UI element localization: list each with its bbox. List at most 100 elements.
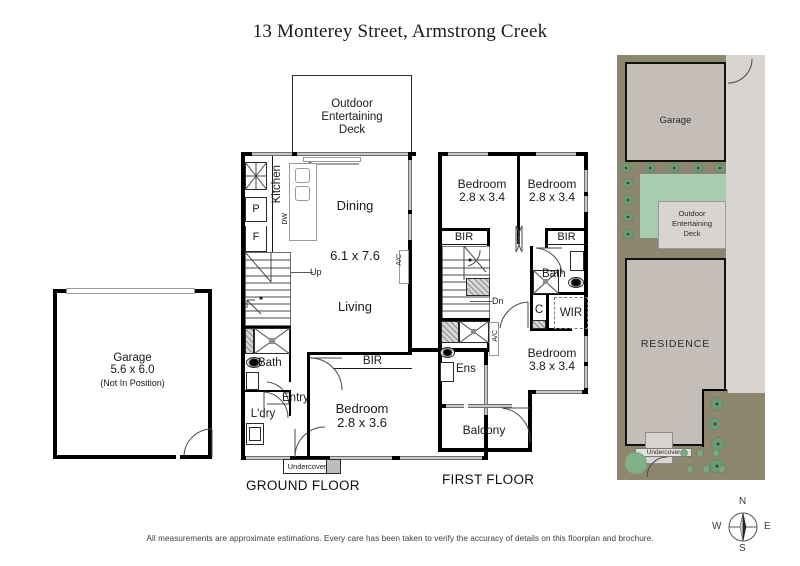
site-notch-wall-top	[702, 389, 727, 391]
kitchen-fridge	[245, 226, 267, 252]
first-window-master-right	[584, 336, 588, 362]
garage-wall-left	[53, 289, 57, 459]
first-bir-right-wall	[545, 228, 588, 231]
ground-bir-label: BIR	[362, 355, 383, 367]
first-bath-shower-x-icon	[532, 269, 560, 295]
kitchen-label: Kitchen	[271, 165, 283, 204]
laundry-wall-right	[289, 390, 291, 416]
first-bed3-door-swing-icon	[518, 225, 523, 253]
site-plant-col-right	[708, 397, 725, 474]
balcony-label: Balcony	[462, 423, 506, 437]
site-entry-door-icon	[646, 456, 668, 478]
compass-south-label: S	[739, 543, 746, 554]
first-bath-basin-icon	[570, 278, 582, 287]
first-bed3-dims: 2.8 x 3.4	[528, 190, 576, 204]
bath-hatch-block	[245, 328, 254, 354]
first-window-balcony-door	[468, 404, 512, 408]
first-window-bed3-right-2	[584, 196, 588, 212]
entry-label: Entry	[282, 392, 309, 404]
compass-east-label: E	[764, 521, 771, 532]
first-window-master-bottom	[536, 390, 582, 394]
ensuite-hatch-block	[441, 321, 459, 343]
living-dims-label: 6.1 x 7.6	[330, 248, 380, 263]
first-window-bed2-top	[448, 152, 488, 156]
garage-wall-bottom	[53, 455, 212, 459]
balcony-wall-bottom	[438, 448, 532, 452]
stairs-up-leader	[291, 272, 313, 273]
cooktop-grid-icon	[244, 161, 268, 191]
site-notch-wall	[702, 389, 704, 447]
ground-window-kitchen-top	[252, 152, 292, 156]
ground-bedroom-wall-left	[307, 352, 310, 456]
wir-label: WIR	[559, 307, 583, 319]
detached-garage-note: (Not In Position)	[100, 378, 165, 388]
ensuite-shower-x-icon	[458, 320, 490, 344]
garage-door-swing-icon	[183, 428, 213, 458]
entry-jamb	[291, 456, 293, 460]
first-aircon-unit	[489, 322, 499, 356]
ground-aircon-unit	[399, 250, 409, 284]
ground-slider-panel	[303, 157, 361, 162]
ground-bir-shelf	[333, 368, 412, 370]
first-bath-door-swing-icon	[535, 247, 563, 275]
kitchen-divider	[272, 156, 273, 257]
cupboard-wall-right	[546, 295, 549, 328]
shower-x-icon	[253, 327, 291, 355]
ground-stair-treads-icon	[244, 251, 291, 319]
kitchen-pantry	[245, 197, 267, 222]
ground-stairs	[245, 252, 291, 326]
wir-outline	[554, 297, 588, 329]
first-bed2-dims: 2.8 x 3.4	[458, 190, 506, 204]
living-label: Living	[338, 299, 372, 314]
ground-floor-label: GROUND FLOOR	[246, 478, 360, 493]
cupboard-wall-left	[530, 295, 533, 331]
first-stair-landing-hatch	[466, 278, 490, 296]
site-garage-label: Garage	[659, 115, 692, 126]
first-window-bed3-right	[584, 170, 588, 192]
ground-wall-top-right-stub	[408, 152, 416, 156]
site-deck	[658, 201, 726, 249]
first-wall-top	[438, 152, 588, 156]
ground-bedroom-door-swing-icon	[309, 357, 343, 391]
ground-wall-right-upper	[408, 152, 412, 352]
stairs-dn-leader	[470, 301, 492, 302]
garage-roller-door	[66, 288, 195, 294]
balcony-wall-left	[438, 404, 442, 452]
ground-window-dining-right-2	[408, 214, 412, 240]
first-bath-toilet	[570, 251, 584, 271]
outdoor-deck-label-2: Entertaining	[321, 111, 383, 123]
ensuite-label: Ens	[456, 363, 476, 375]
first-bir-right-wall-left	[545, 228, 548, 248]
page-title: 13 Monterey Street, Armstrong Creek	[252, 21, 548, 42]
first-window-ens-bottom	[446, 404, 464, 408]
first-window-master-right-2	[584, 366, 588, 388]
first-bir-left-wall-right	[487, 228, 490, 246]
compass-north-label: N	[739, 496, 747, 507]
basin-icon	[248, 358, 260, 367]
detached-garage-dims: 5.6 x 6.0	[110, 364, 155, 376]
first-window-bed3-top	[536, 152, 576, 156]
first-wall-left	[438, 152, 442, 408]
garage-door-gap	[176, 455, 180, 459]
cupboard-wall-bottom	[530, 328, 572, 331]
undercover-label: Undercover	[287, 462, 327, 471]
first-bir-left-shelf	[440, 244, 488, 246]
site-deck-label-1: Outdoor	[678, 209, 706, 218]
site-plant-row-top	[620, 162, 726, 174]
ensuite-door-swing-icon	[499, 301, 529, 329]
first-bir-right-shelf	[548, 244, 588, 246]
site-residence-label: RESIDENCE	[640, 338, 711, 350]
ground-sliding-door-deck	[297, 152, 408, 156]
dining-label: Dining	[336, 198, 374, 213]
garage-wall-right	[208, 289, 212, 459]
first-bir-left-label: BIR	[454, 231, 474, 243]
ground-bedroom-dims: 2.8 x 3.6	[337, 415, 387, 430]
first-bed2-label: Bedroom	[457, 177, 507, 191]
ground-wall-left	[241, 152, 245, 460]
entry-door-swing-icon	[294, 426, 326, 458]
first-floor-label: FIRST FLOOR	[442, 472, 535, 487]
ground-bath-label: Bath	[258, 357, 282, 369]
first-aircon-label: A/C	[492, 330, 499, 342]
site-plant-col-left	[622, 177, 634, 240]
balcony-wall-right	[528, 390, 532, 452]
